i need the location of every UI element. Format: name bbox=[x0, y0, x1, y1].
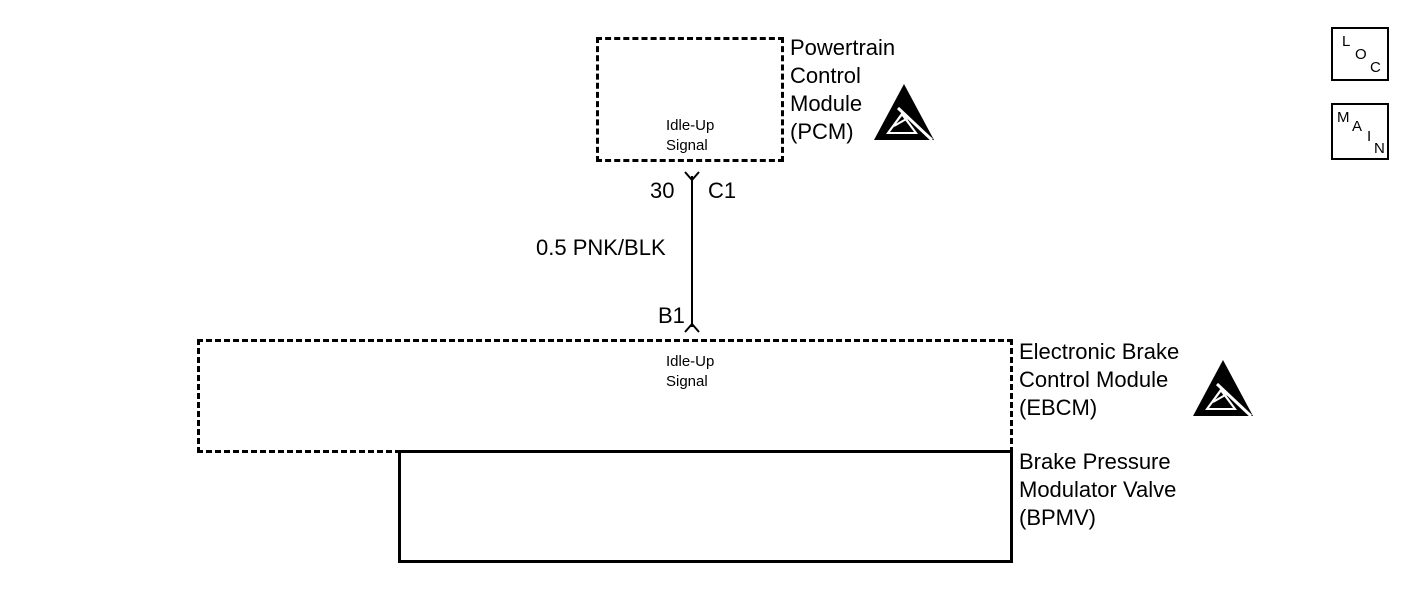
main-button[interactable]: M A I N bbox=[1331, 103, 1389, 160]
wire-label: 0.5 PNK/BLK bbox=[536, 235, 666, 260]
connector-pin-b1: B1 bbox=[658, 303, 685, 328]
main-letter-1: M bbox=[1337, 109, 1350, 126]
connector-b1-symbol bbox=[684, 322, 700, 333]
ebcm-terminal-label: Idle-Up Signal bbox=[666, 353, 715, 390]
esd-warning-icon bbox=[1193, 360, 1253, 418]
connector-c1-symbol bbox=[684, 171, 700, 182]
main-letter-2: A bbox=[1352, 118, 1363, 135]
ebcm-name-label: Electronic Brake Control Module (EBCM) bbox=[1019, 339, 1180, 420]
bpmv-name-label: Brake Pressure Modulator Valve (BPMV) bbox=[1019, 449, 1177, 530]
pcm-name-label: Powertrain Control Module (PCM) bbox=[790, 35, 896, 144]
main-letter-3: I bbox=[1367, 128, 1372, 145]
loc-button[interactable]: L O C bbox=[1331, 27, 1389, 81]
loc-letter-2: O bbox=[1355, 46, 1367, 63]
ebcm-module-box bbox=[197, 339, 1013, 453]
pcm-terminal-label: Idle-Up Signal bbox=[666, 117, 715, 154]
main-letter-4: N bbox=[1374, 140, 1385, 157]
bpmv-box bbox=[398, 450, 1013, 563]
loc-letter-3: C bbox=[1370, 59, 1381, 76]
loc-letter-1: L bbox=[1342, 33, 1351, 50]
connector-pin-30: 30 bbox=[650, 178, 675, 203]
pcm-module-box bbox=[596, 37, 784, 162]
connector-c1-label: C1 bbox=[708, 178, 737, 203]
esd-warning-icon bbox=[874, 84, 934, 142]
